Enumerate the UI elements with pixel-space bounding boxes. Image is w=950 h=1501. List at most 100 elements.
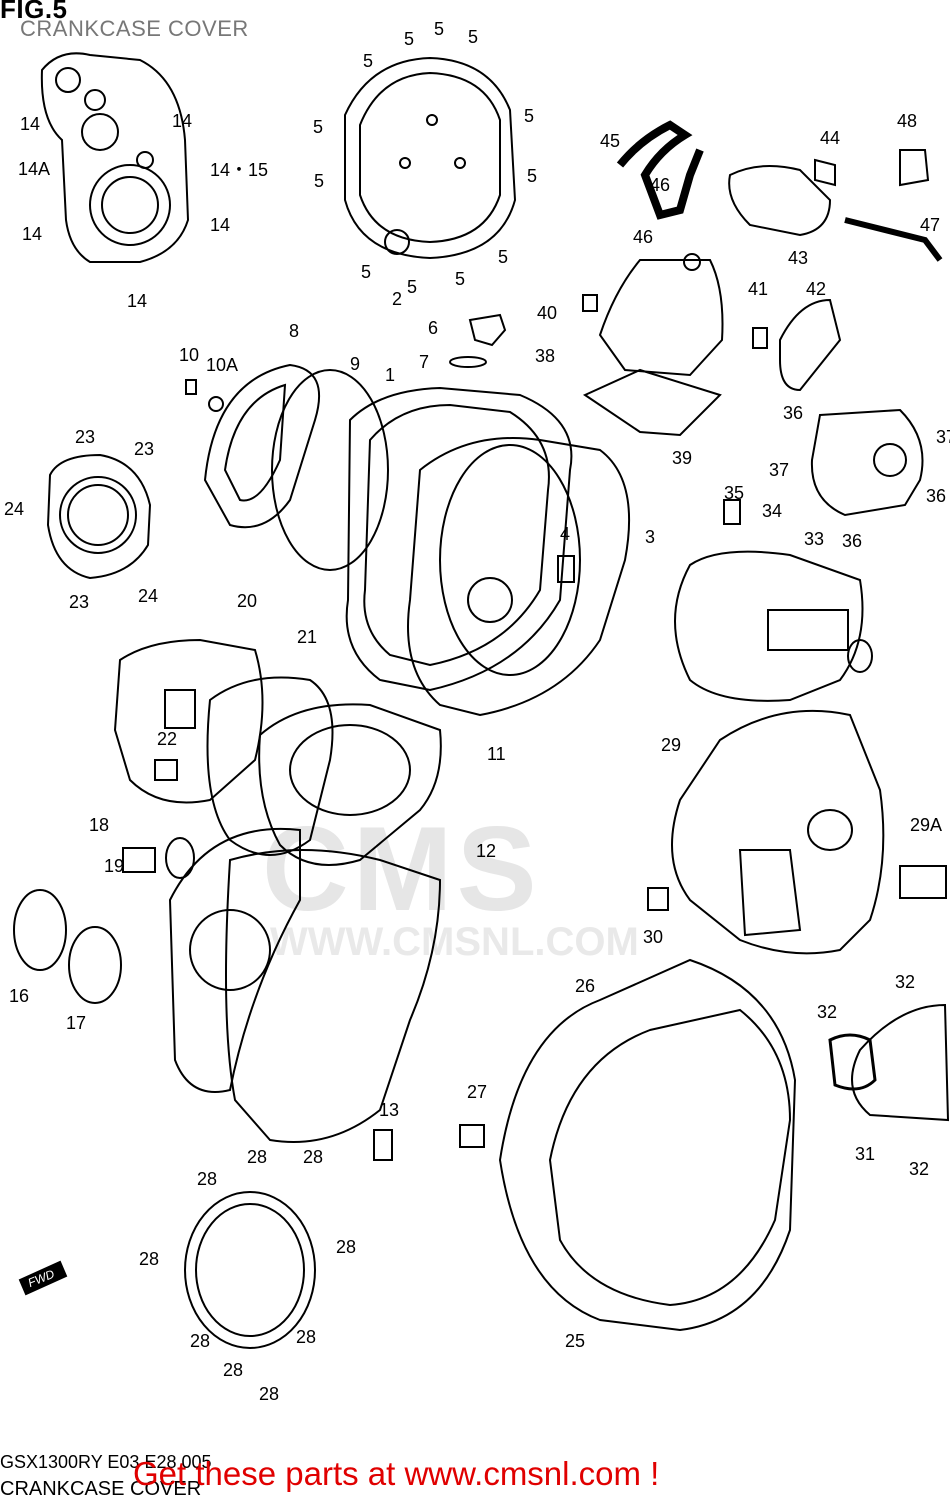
- callout-28: 28: [247, 1147, 268, 1167]
- callout-32: 32: [895, 972, 916, 992]
- callout-35: 35: [724, 483, 745, 503]
- callout-14: 14: [172, 111, 193, 131]
- clutch-cover-top: [344, 56, 517, 260]
- diagram-code: GSX1300RY E03 E28 005: [0, 1452, 212, 1472]
- callout-5: 5: [361, 262, 372, 282]
- callout-28: 28: [197, 1169, 218, 1189]
- callout-11: 11: [487, 744, 506, 764]
- callout-21: 21: [297, 627, 318, 647]
- callout-28: 28: [336, 1237, 357, 1257]
- callout-5: 5: [363, 51, 374, 71]
- callout-33: 33: [804, 529, 825, 549]
- callout-41: 41: [748, 279, 769, 299]
- callout-28: 28: [139, 1249, 160, 1269]
- cover-33: [674, 550, 873, 702]
- callout-14: 14: [20, 114, 41, 134]
- callout-6: 6: [428, 318, 439, 338]
- crankcase-cover-29: [671, 709, 885, 955]
- callout-5: 5: [434, 19, 445, 39]
- callout-7: 7: [419, 352, 430, 372]
- callout-38: 38: [535, 346, 556, 366]
- callout-39: 39: [672, 448, 693, 468]
- callout-37: 37: [769, 460, 790, 480]
- callout-14a: 14A: [18, 159, 51, 179]
- watermark-url: WWW.CMSNL.COM: [270, 920, 639, 964]
- callout-9: 9: [350, 354, 361, 374]
- callout-27: 27: [467, 1082, 488, 1102]
- callout-31: 31: [855, 1144, 876, 1164]
- callout-10a: 10A: [206, 355, 239, 375]
- callout-1: 1: [385, 365, 396, 385]
- callout-30: 30: [643, 927, 664, 947]
- callout-22: 22: [157, 729, 178, 749]
- callout-5: 5: [468, 27, 479, 47]
- cover-36: [810, 408, 924, 517]
- callout-5: 5: [313, 117, 324, 137]
- callout-2: 2: [392, 289, 403, 309]
- callout-46: 46: [633, 227, 654, 247]
- callout-5: 5: [524, 106, 535, 126]
- callout-34: 34: [762, 501, 783, 521]
- callout-32: 32: [909, 1159, 930, 1179]
- callout-13: 13: [379, 1100, 400, 1120]
- callout-46: 46: [650, 175, 671, 195]
- callout-47: 47: [920, 215, 941, 235]
- callout-23: 23: [134, 439, 155, 459]
- callout-5: 5: [407, 277, 418, 297]
- callout-36: 36: [842, 531, 863, 551]
- callout-24: 24: [138, 586, 159, 606]
- callout-14-15: 14・15: [210, 160, 269, 180]
- figure-number: FIG.5: [0, 0, 68, 24]
- callout-19: 19: [104, 856, 125, 876]
- callout-28: 28: [190, 1331, 211, 1351]
- callout-16: 16: [9, 986, 30, 1006]
- callout-5: 5: [314, 171, 325, 191]
- callout-28: 28: [259, 1384, 280, 1404]
- callout-8: 8: [289, 321, 300, 341]
- callout-5: 5: [455, 269, 466, 289]
- callout-18: 18: [89, 815, 110, 835]
- callout-45: 45: [600, 131, 621, 151]
- callout-44: 44: [820, 128, 841, 148]
- cover-11: [258, 703, 442, 866]
- cover-28: [184, 1191, 316, 1349]
- callout-5: 5: [527, 166, 538, 186]
- callout-42: 42: [806, 279, 827, 299]
- callout-36: 36: [783, 403, 804, 423]
- callout-26: 26: [575, 976, 596, 996]
- callout-14: 14: [210, 215, 231, 235]
- callout-23: 23: [75, 427, 96, 447]
- callout-43: 43: [788, 248, 809, 268]
- cta-link[interactable]: Get these parts at www.cmsnl.com !: [133, 1455, 660, 1492]
- separator-plate-8: [203, 363, 321, 529]
- callout-3: 3: [645, 527, 656, 547]
- callout-37: 37: [936, 427, 950, 447]
- callout-28: 28: [296, 1327, 317, 1347]
- callout-5: 5: [404, 29, 415, 49]
- cover-20: [113, 638, 264, 804]
- callout-29: 29: [661, 735, 682, 755]
- callout-4: 4: [560, 524, 571, 544]
- callout-25: 25: [565, 1331, 586, 1351]
- generator-cover-small-top: [40, 52, 190, 263]
- callout-48: 48: [897, 111, 918, 131]
- crankcase-cover-main: [345, 386, 573, 692]
- callout-28: 28: [223, 1360, 244, 1380]
- callout-24: 24: [4, 499, 25, 519]
- callout-20: 20: [237, 591, 258, 611]
- callout-14: 14: [22, 224, 43, 244]
- callout-28: 28: [303, 1147, 324, 1167]
- footer-title: CRANKCASE COVER: [0, 1478, 202, 1500]
- figure-title: CRANKCASE COVER: [20, 16, 249, 41]
- gasket-3: [407, 437, 631, 717]
- callout-40: 40: [537, 303, 558, 323]
- callout-23: 23: [69, 592, 90, 612]
- watermark-logo: CMS: [262, 802, 541, 936]
- crankcase-cover-25: [498, 958, 797, 1332]
- callout-14: 14: [127, 291, 148, 311]
- callout-17: 17: [66, 1013, 87, 1033]
- callout-29a: 29A: [910, 815, 943, 835]
- callout-32: 32: [817, 1002, 838, 1022]
